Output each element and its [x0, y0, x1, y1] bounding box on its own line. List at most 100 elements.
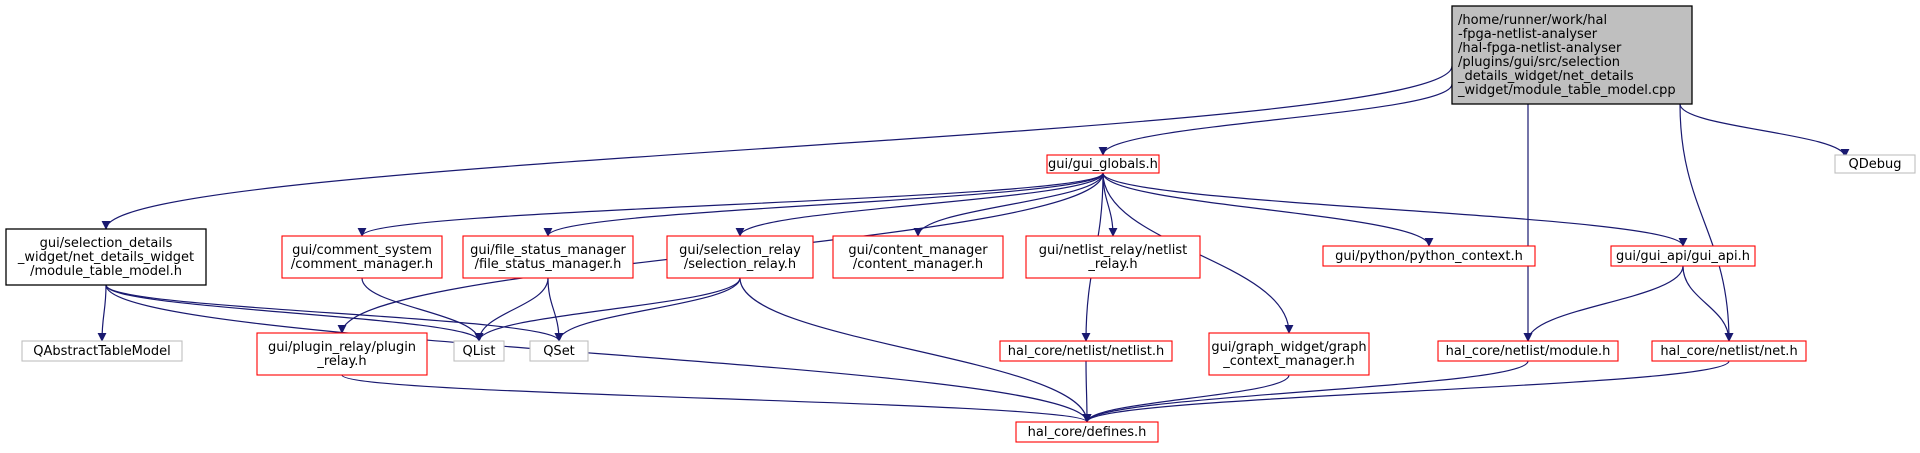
edge-root-to-gui_globals: [1098, 83, 1453, 156]
node-label-line: /selection_relay.h: [684, 257, 796, 272]
node-label-line: hal_core/netlist/module.h: [1446, 344, 1611, 359]
node-label-line: /file_status_manager.h: [475, 257, 622, 272]
edge-gui_globals-to-comment: [357, 172, 1104, 237]
edge-mtm_h-to-qset: [105, 284, 564, 342]
edge-gui_globals-to-selection_relay: [735, 172, 1104, 237]
node-label-line: /comment_manager.h: [291, 257, 433, 272]
node-box: [832, 235, 1004, 279]
node-mtm-h[interactable]: gui/selection_details_widget/net_details…: [5, 228, 207, 286]
node-label-line: QAbstractTableModel: [33, 344, 170, 359]
node-label-line: gui/content_manager: [848, 243, 988, 258]
node-box: [1208, 332, 1370, 376]
node-label-line: hal_core/netlist/net.h: [1660, 344, 1797, 359]
node-content-manager[interactable]: gui/content_manager/content_manager.h: [832, 235, 1004, 279]
edge-mtm_h-to-qabstract: [97, 284, 107, 342]
node-label-line: _details_widget/net_details: [1457, 69, 1634, 84]
edge-plugin_relay-to-defines: [341, 374, 1092, 423]
node-label-line: hal_core/netlist/netlist.h: [1008, 344, 1164, 359]
node-file-status[interactable]: gui/file_status_manager/file_status_mana…: [462, 235, 634, 279]
node-label-line: gui/graph_widget/graph: [1211, 340, 1366, 355]
node-label-line: gui/selection_details: [40, 236, 173, 251]
node-qset[interactable]: QSet: [529, 340, 589, 362]
edge-net_h-to-defines: [1082, 360, 1730, 423]
node-label-line: _widget/module_table_model.cpp: [1457, 83, 1676, 98]
node-label-line: /module_table_model.h: [30, 264, 182, 279]
node-box: [21, 340, 183, 362]
node-label-line: _relay.h: [1087, 257, 1137, 272]
node-label-line: /plugins/gui/src/selection: [1458, 55, 1620, 70]
node-box: [1322, 245, 1536, 267]
node-label-line: /home/runner/work/hal: [1458, 13, 1607, 28]
edge-netlist_h-to-defines: [1082, 360, 1092, 423]
node-box: [1610, 245, 1756, 267]
edge-selection_relay-to-qset: [554, 277, 741, 342]
nodes-layer: /home/runner/work/hal-fpga-netlist-analy…: [5, 5, 1916, 443]
node-module-h[interactable]: hal_core/netlist/module.h: [1437, 340, 1619, 362]
edge-file_status-to-qset: [547, 277, 564, 342]
node-qabstract[interactable]: QAbstractTableModel: [21, 340, 183, 362]
node-label-line: QSet: [543, 344, 575, 359]
node-label-line: gui/selection_relay: [679, 243, 801, 258]
edge-mtm_h-to-qlist: [105, 284, 484, 342]
node-box: [5, 228, 207, 286]
edge-root-to-mtm_h: [101, 65, 1453, 230]
node-box: [256, 332, 428, 376]
edge-gui_globals-to-content_manager: [913, 172, 1104, 237]
node-box: [1451, 5, 1693, 105]
node-qlist[interactable]: QList: [453, 340, 505, 362]
node-label-line: _widget/net_details_widget: [17, 250, 194, 265]
node-box: [666, 235, 814, 279]
node-gui-globals[interactable]: gui/gui_globals.h: [1046, 154, 1160, 174]
node-label-line: QDebug: [1849, 157, 1902, 172]
node-selection-relay[interactable]: gui/selection_relay/selection_relay.h: [666, 235, 814, 279]
node-label-line: /hal-fpga-netlist-analyser: [1458, 41, 1622, 56]
node-root[interactable]: /home/runner/work/hal-fpga-netlist-analy…: [1451, 5, 1693, 105]
node-box: [529, 340, 589, 362]
node-label-line: gui/gui_globals.h: [1048, 157, 1158, 172]
node-plugin-relay[interactable]: gui/plugin_relay/plugin_relay.h: [256, 332, 428, 376]
node-label-line: gui/file_status_manager: [470, 243, 626, 258]
edge-gui_globals-to-file_status: [543, 172, 1104, 237]
edge-gui_api-to-module_h: [1523, 265, 1684, 342]
node-defines[interactable]: hal_core/defines.h: [1015, 421, 1159, 443]
node-netlist-relay[interactable]: gui/netlist_relay/netlist_relay.h: [1025, 235, 1201, 279]
node-graph-ctx[interactable]: gui/graph_widget/graph_context_manager.h: [1208, 332, 1370, 376]
node-qdebug[interactable]: QDebug: [1834, 154, 1916, 174]
edge-module_h-to-defines: [1082, 360, 1529, 423]
node-label-line: gui/comment_system: [292, 243, 432, 258]
edge-gui_globals-to-python_context: [1102, 172, 1434, 247]
edge-root-to-net_h: [1679, 103, 1734, 342]
node-box: [1834, 154, 1916, 174]
node-net-h[interactable]: hal_core/netlist/net.h: [1651, 340, 1807, 362]
edge-comment-to-qlist: [361, 277, 484, 342]
node-box: [462, 235, 634, 279]
edge-mtm_h-to-defines: [105, 284, 1092, 423]
node-label-line: _context_manager.h: [1222, 354, 1355, 369]
node-label-line: gui/plugin_relay/plugin: [268, 340, 416, 355]
node-box: [1025, 235, 1201, 279]
node-box: [281, 235, 443, 279]
node-label-line: hal_core/defines.h: [1028, 425, 1147, 440]
node-label-line: -fpga-netlist-analyser: [1458, 27, 1598, 42]
node-label-line: gui/netlist_relay/netlist: [1039, 243, 1188, 258]
node-box: [999, 340, 1173, 362]
node-python-context[interactable]: gui/python/python_context.h: [1322, 245, 1536, 267]
node-gui-api[interactable]: gui/gui_api/gui_api.h: [1610, 245, 1756, 267]
edge-gui_api-to-net_h: [1682, 265, 1734, 342]
node-label-line: gui/gui_api/gui_api.h: [1616, 249, 1750, 264]
node-box: [1046, 154, 1160, 174]
node-label-line: QList: [463, 344, 496, 359]
node-box: [453, 340, 505, 362]
node-netlist-h[interactable]: hal_core/netlist/netlist.h: [999, 340, 1173, 362]
edge-graph_ctx-to-defines: [1082, 374, 1290, 423]
node-comment[interactable]: gui/comment_system/comment_manager.h: [281, 235, 443, 279]
node-box: [1015, 421, 1159, 443]
edge-root-to-qdebug: [1679, 103, 1850, 158]
edge-file_status-to-qlist: [474, 277, 549, 342]
node-box: [1651, 340, 1807, 362]
node-box: [1437, 340, 1619, 362]
node-label-line: gui/python/python_context.h: [1335, 249, 1523, 264]
edge-gui_globals-to-gui_api: [1102, 172, 1688, 247]
node-label-line: /content_manager.h: [853, 257, 983, 272]
